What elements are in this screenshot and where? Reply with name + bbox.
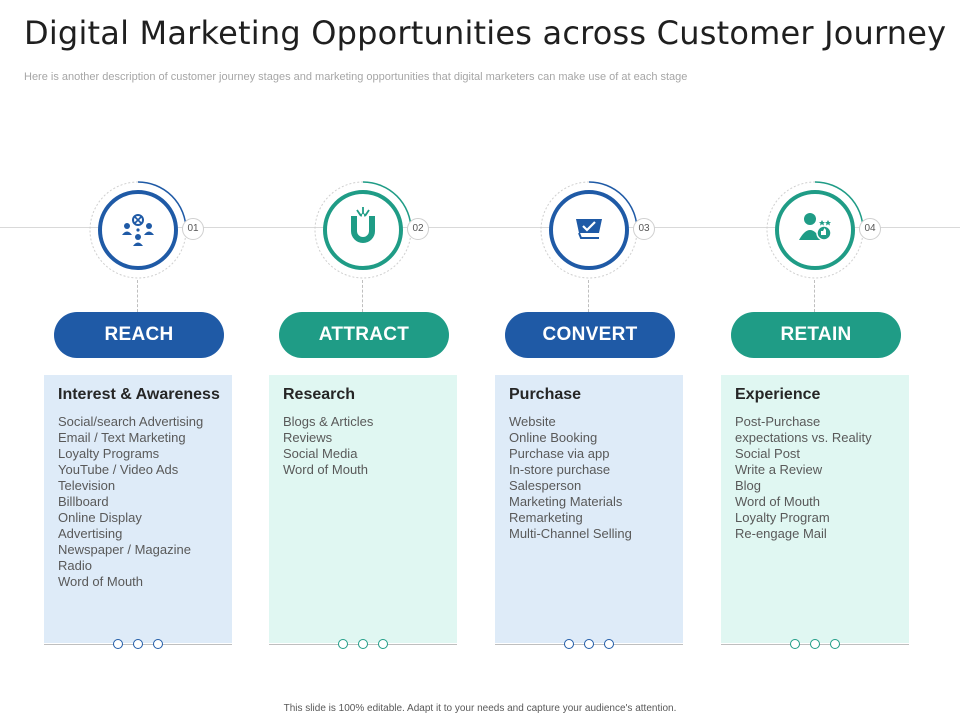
opportunity-item: Salesperson [509, 478, 582, 493]
dot-icon [378, 639, 388, 649]
dot-icon [133, 639, 143, 649]
timeline-line [0, 227, 960, 228]
stage-label-pill: CONVERT [505, 312, 675, 358]
dot-icon [810, 639, 820, 649]
loyal-customer-icon [799, 213, 832, 241]
opportunity-item: Billboard [58, 494, 109, 509]
opportunity-item: Loyalty Programs [58, 446, 160, 461]
connector-line [814, 280, 815, 312]
opportunity-item: Word of Mouth [58, 574, 144, 589]
stage-icon-circle [88, 180, 188, 280]
dot-icon [830, 639, 840, 649]
opportunity-item: Loyalty Program [735, 510, 830, 525]
stage-number: 02 [407, 218, 429, 240]
stage-icon-circle [539, 180, 639, 280]
dot-icon [358, 639, 368, 649]
opportunity-item: Re-engage Mail [735, 526, 827, 541]
opportunity-item: Multi-Channel Selling [509, 526, 632, 541]
pagination-dots [44, 639, 232, 651]
opportunity-item: Website [509, 414, 556, 429]
opportunity-item: Reviews [283, 430, 333, 445]
opportunity-item: Newspaper / Magazine [58, 542, 191, 557]
footer-note: This slide is 100% editable. Adapt it to… [283, 703, 677, 714]
slide-subtitle: Here is another description of customer … [24, 71, 688, 83]
audience-icon [122, 214, 154, 246]
opportunity-item: YouTube / Video Ads [58, 462, 179, 477]
pagination-dots [721, 639, 909, 651]
stage-heading: Interest & Awareness [58, 386, 220, 403]
cart-icon [576, 219, 602, 239]
opportunity-item: Online Booking [509, 430, 598, 445]
opportunity-item: Social Media [283, 446, 358, 461]
opportunity-item: Post-Purchase [735, 414, 821, 429]
stage-heading: Purchase [509, 386, 582, 403]
opportunity-item: Purchase via app [509, 446, 610, 461]
dot-icon [153, 639, 163, 649]
dot-icon [113, 639, 123, 649]
opportunity-item: Remarketing [509, 510, 583, 525]
stage-icon-circle [765, 180, 865, 280]
stage-label-pill: ATTRACT [279, 312, 449, 358]
opportunity-item: Word of Mouth [735, 494, 821, 509]
dot-icon [584, 639, 594, 649]
opportunity-item: Television [58, 478, 116, 493]
opportunity-item: Social Post [735, 446, 801, 461]
stage-heading: Research [283, 386, 356, 403]
opportunity-item: Blogs & Articles [283, 414, 374, 429]
pagination-dots [495, 639, 683, 651]
stage-label-pill: REACH [54, 312, 224, 358]
opportunity-item: Word of Mouth [283, 462, 369, 477]
opportunity-item: expectations vs. Reality [735, 430, 872, 445]
connector-line [362, 280, 363, 312]
opportunity-item: Advertising [58, 526, 123, 541]
opportunity-item: Email / Text Marketing [58, 430, 186, 445]
dot-icon [604, 639, 614, 649]
stage-number: 04 [859, 218, 881, 240]
stage-label-pill: RETAIN [731, 312, 901, 358]
connector-line [588, 280, 589, 312]
dot-icon [790, 639, 800, 649]
stage-icon-circle [313, 180, 413, 280]
opportunity-item: Radio [58, 558, 92, 573]
slide-title: Digital Marketing Opportunities across C… [24, 14, 947, 52]
stage-heading: Experience [735, 386, 821, 403]
connector-line [137, 280, 138, 312]
stage-number: 01 [182, 218, 204, 240]
opportunity-item: Write a Review [735, 462, 823, 477]
stage-number: 03 [633, 218, 655, 240]
pagination-dots [269, 639, 457, 651]
magnet-icon [351, 207, 375, 243]
opportunity-item: Social/search Advertising [58, 414, 204, 429]
dot-icon [564, 639, 574, 649]
opportunity-item: Blog [735, 478, 762, 493]
dot-icon [338, 639, 348, 649]
opportunity-item: Marketing Materials [509, 494, 623, 509]
opportunity-item: Online Display [58, 510, 142, 525]
opportunity-item: In-store purchase [509, 462, 611, 477]
